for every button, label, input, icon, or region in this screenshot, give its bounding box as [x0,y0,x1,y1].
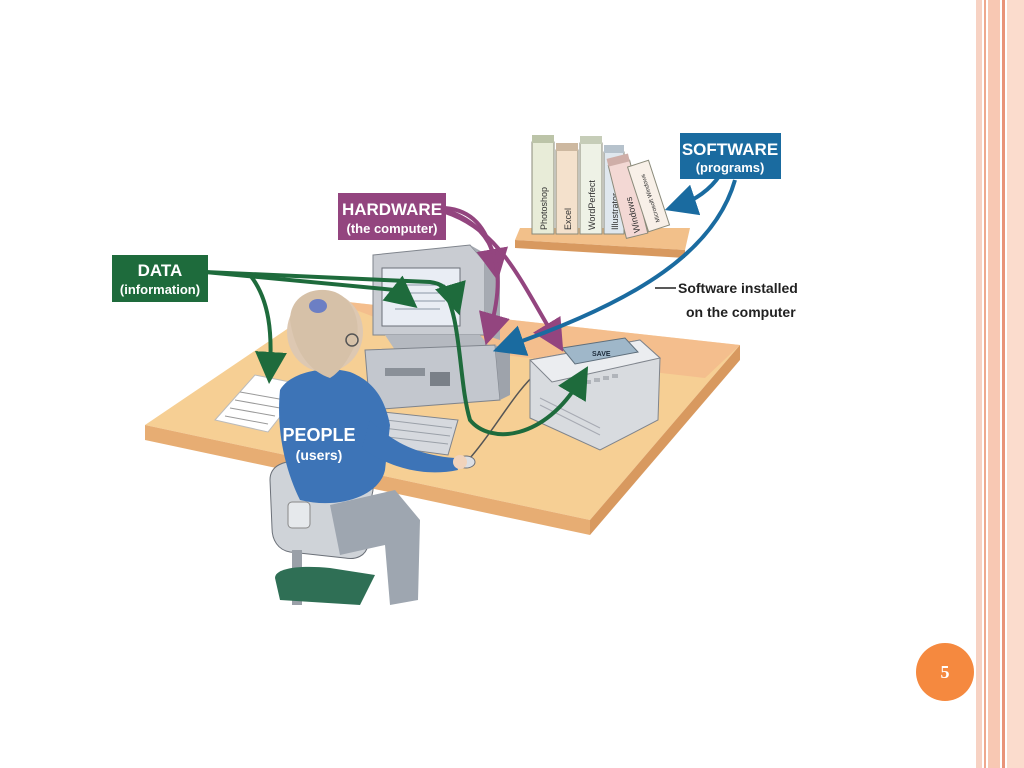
software-arrow-to-books [664,173,722,216]
book-windows: Windows [606,153,649,239]
book-wordperfect: WordPerfect [579,136,603,235]
book-label: Photoshop [539,187,549,230]
software-arrow-to-computer [492,179,737,356]
hardware-label-subtitle: (the computer) [347,221,438,236]
hardware-arrow-to-printer [444,210,564,352]
people-label-subtitle: (users) [296,447,343,463]
book-label: Excel [563,208,573,230]
installed-line-1: Software installed [678,280,798,296]
data-label-title: DATA [138,261,183,280]
software-label-subtitle: (programs) [696,160,765,175]
book-label: Illustrator [610,193,620,230]
system-unit [364,344,510,411]
data-arrow-to-screen [204,270,418,308]
installed-line-2: on the computer [686,304,796,320]
book-excel: Excel [555,143,579,235]
software-label-title: SOFTWARE [682,140,778,159]
software-label: SOFTWARE (programs) [680,133,781,179]
book-microsoft-windows: Microsoft Windows [626,159,671,233]
data-label-subtitle: (information) [120,282,200,297]
person-user [269,289,467,605]
books: Photoshop Excel WordPerfect Illustrator [531,135,671,239]
data-arrow-to-printer [438,283,589,437]
data-arrow-to-paper [248,273,287,384]
software-installed-label: Software installed on the computer [678,280,798,320]
hardware-label-title: HARDWARE [342,200,442,219]
people-label-title: PEOPLE [282,425,355,445]
printer-screen-text: SAVE [592,351,611,358]
decorative-stripes [976,0,1024,768]
computer-monitor [372,244,500,350]
book-photoshop: Photoshop [531,135,555,235]
data-label: DATA (information) [112,255,208,302]
people-label: PEOPLE (users) [282,425,355,463]
page-number-badge: 5 [916,643,974,701]
hardware-label: HARDWARE (the computer) [338,193,446,240]
book-label: WordPerfect [587,180,597,230]
